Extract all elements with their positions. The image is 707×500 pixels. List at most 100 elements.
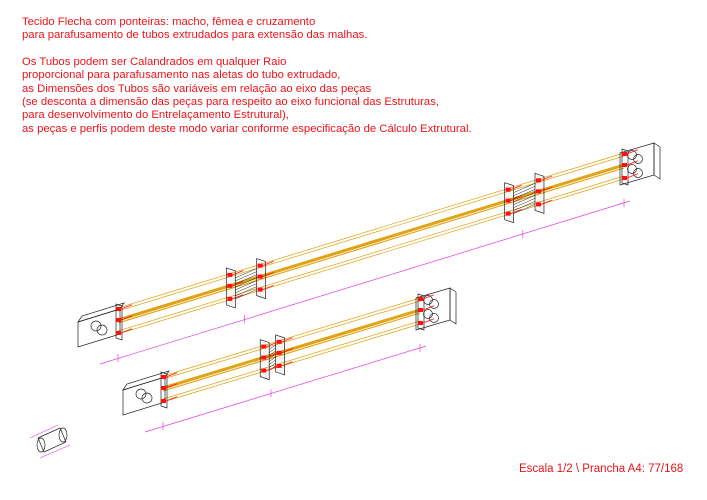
tube-end-circle bbox=[96, 324, 108, 336]
connector-rib bbox=[513, 195, 536, 205]
bolt-line bbox=[266, 341, 278, 347]
tube-line bbox=[162, 310, 421, 390]
bolt-line bbox=[262, 260, 274, 266]
tube-line bbox=[117, 165, 625, 322]
tube-end-circle bbox=[90, 320, 102, 332]
bolt-marker bbox=[257, 263, 263, 268]
bolt-line bbox=[165, 396, 178, 402]
bolt-marker bbox=[261, 344, 267, 349]
bolt-marker bbox=[116, 331, 121, 335]
bolt-line bbox=[232, 294, 244, 300]
bolt-line bbox=[422, 305, 435, 311]
flange-plate bbox=[621, 148, 629, 186]
bolt-line bbox=[266, 365, 278, 371]
connector-rib bbox=[513, 198, 536, 208]
bolt-line bbox=[540, 175, 553, 181]
bolt-line bbox=[262, 271, 274, 277]
connector-rib bbox=[513, 183, 536, 193]
end-cap-top bbox=[77, 302, 125, 323]
flange-plate bbox=[115, 303, 123, 341]
note-line: as Dimensões dos Tubos são variáveis em … bbox=[22, 82, 372, 95]
connector-rib bbox=[269, 344, 276, 350]
connector-rib bbox=[269, 359, 276, 365]
connector-rib bbox=[235, 268, 257, 279]
tube-end-circle bbox=[135, 388, 147, 400]
dimension-line bbox=[29, 424, 59, 439]
tube-end-ellipse bbox=[36, 437, 46, 453]
bolt-line bbox=[120, 315, 133, 321]
dimension-line bbox=[39, 444, 71, 459]
tube-end-circle bbox=[423, 309, 433, 319]
tube-line bbox=[162, 297, 421, 377]
bolt-marker bbox=[116, 307, 121, 311]
tube-line bbox=[162, 300, 421, 380]
connector-rib bbox=[513, 186, 536, 196]
connector-rib bbox=[513, 192, 536, 202]
dimension-line bbox=[144, 345, 427, 433]
flange-plate bbox=[417, 293, 425, 331]
flange-plate bbox=[160, 371, 168, 409]
bolt-marker bbox=[418, 297, 423, 301]
end-cap-top bbox=[122, 370, 170, 391]
note-line: para parafusamento de tubos extrudados p… bbox=[22, 29, 368, 42]
tube-line bbox=[162, 323, 421, 403]
connector-rib bbox=[269, 362, 276, 368]
note-line: proporcional para parafusamento nas alet… bbox=[22, 69, 341, 82]
connector-rib bbox=[513, 201, 536, 211]
bolt-marker bbox=[116, 318, 121, 322]
bolt-marker bbox=[622, 176, 627, 180]
tube-line bbox=[117, 167, 625, 324]
tube-end-circle bbox=[429, 299, 439, 309]
connector-rib bbox=[235, 283, 257, 294]
tube-line bbox=[162, 320, 421, 400]
drawing-notes: Tecido Flecha com ponteiras: macho, fême… bbox=[22, 16, 472, 136]
tube-end-circle bbox=[429, 313, 439, 323]
connector-rib bbox=[235, 274, 257, 285]
bolt-line bbox=[422, 318, 435, 324]
tube-line bbox=[117, 163, 625, 320]
tube-line bbox=[117, 178, 625, 335]
bolt-line bbox=[165, 372, 178, 378]
end-cap-box bbox=[122, 376, 166, 416]
connector-rib bbox=[269, 347, 276, 353]
tube-end-circle bbox=[633, 168, 643, 178]
bolt-line bbox=[232, 270, 244, 276]
tube-line bbox=[162, 312, 421, 392]
bolt-marker bbox=[227, 272, 233, 277]
bolt-marker bbox=[276, 350, 282, 355]
bolt-marker bbox=[161, 375, 166, 379]
bolt-line bbox=[510, 184, 522, 191]
connector-rib bbox=[269, 350, 276, 356]
bolt-line bbox=[281, 337, 293, 343]
note-line: (se desconta a dimensão das peças para r… bbox=[22, 96, 439, 109]
bolt-line bbox=[422, 294, 435, 300]
bolt-line bbox=[540, 186, 553, 192]
bolt-line bbox=[510, 195, 522, 202]
bolt-marker bbox=[227, 283, 233, 288]
bolt-line bbox=[540, 199, 553, 205]
connector-rib bbox=[269, 356, 276, 362]
bolt-marker bbox=[161, 386, 166, 390]
bolt-marker bbox=[257, 287, 263, 292]
tube-line bbox=[117, 155, 625, 312]
bolt-line bbox=[510, 208, 522, 215]
bolt-line bbox=[120, 328, 133, 334]
bolt-line bbox=[281, 348, 293, 354]
bolt-line bbox=[281, 361, 293, 367]
connector-rib bbox=[513, 204, 536, 214]
connector-rib bbox=[235, 289, 257, 300]
bolt-marker bbox=[622, 163, 627, 167]
bolt-marker bbox=[535, 189, 541, 194]
bolt-marker bbox=[227, 296, 233, 301]
connector-rib bbox=[235, 277, 257, 288]
connector-rib bbox=[235, 286, 257, 297]
bolt-line bbox=[165, 383, 178, 389]
bolt-marker bbox=[535, 202, 541, 207]
connector-rib bbox=[513, 189, 536, 199]
connector-rib bbox=[235, 280, 257, 291]
tube-line bbox=[117, 175, 625, 332]
scale-label: Escala 1/2 \ Prancha A4: 77/168 bbox=[519, 463, 684, 475]
bolt-marker bbox=[505, 198, 511, 203]
tube-end-circle bbox=[141, 392, 153, 404]
